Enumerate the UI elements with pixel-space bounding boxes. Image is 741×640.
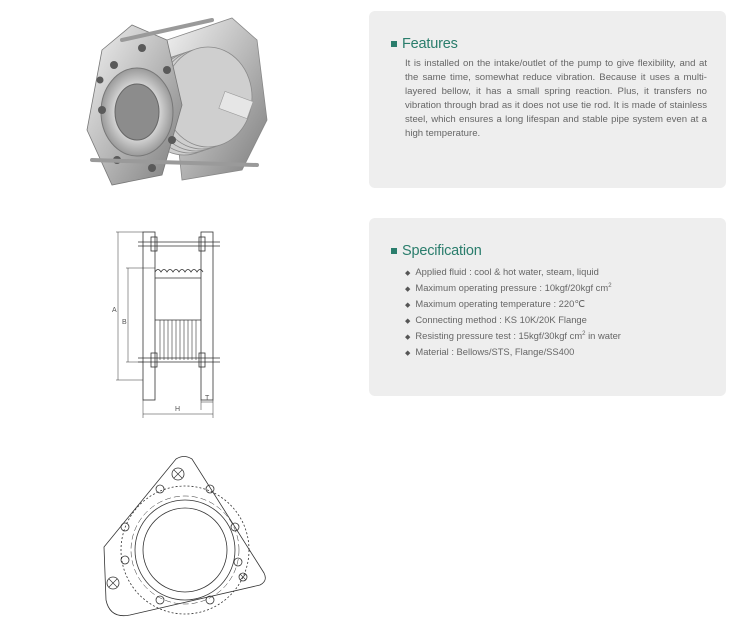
dim-a-label: A <box>112 307 117 314</box>
features-title: Features <box>402 36 458 52</box>
list-item: ◆Material : Bellows/STS, Flange/SS400 <box>405 346 575 357</box>
specification-title: Specification <box>402 243 482 259</box>
list-item: ◆Maximum operating temperature : 220℃ <box>405 298 585 309</box>
diamond-bullet-icon: ◆ <box>405 318 411 325</box>
square-bullet-icon <box>391 248 397 254</box>
diamond-bullet-icon: ◆ <box>405 286 411 293</box>
specification-heading: Specification <box>391 243 482 259</box>
product-photo <box>86 17 268 186</box>
square-bullet-icon <box>391 41 397 47</box>
diamond-bullet-icon: ◆ <box>405 350 411 357</box>
dim-h-label: H <box>175 406 180 413</box>
diamond-bullet-icon: ◆ <box>405 302 411 309</box>
diamond-bullet-icon: ◆ <box>405 334 411 341</box>
features-heading: Features <box>391 36 458 52</box>
specification-panel: Specification ◆Applied fluid : cool & ho… <box>369 218 726 396</box>
features-description: It is installed on the intake/outlet of … <box>405 58 707 139</box>
front-view-drawing <box>103 456 266 617</box>
side-view-drawing: A B H T <box>112 231 220 418</box>
list-item: ◆Applied fluid : cool & hot water, steam… <box>405 266 599 277</box>
list-item: ◆Resisting pressure test : 15kgf/30kgf c… <box>405 330 621 341</box>
specification-list: ◆Applied fluid : cool & hot water, steam… <box>405 265 621 361</box>
list-item: ◆Connecting method : KS 10K/20K Flange <box>405 314 587 325</box>
diamond-bullet-icon: ◆ <box>405 270 411 277</box>
list-item: ◆Maximum operating pressure : 10kgf/20kg… <box>405 282 612 293</box>
dim-t-label: T <box>205 395 210 402</box>
dim-b-label: B <box>122 319 127 326</box>
features-panel: Features It is installed on the intake/o… <box>369 11 726 188</box>
